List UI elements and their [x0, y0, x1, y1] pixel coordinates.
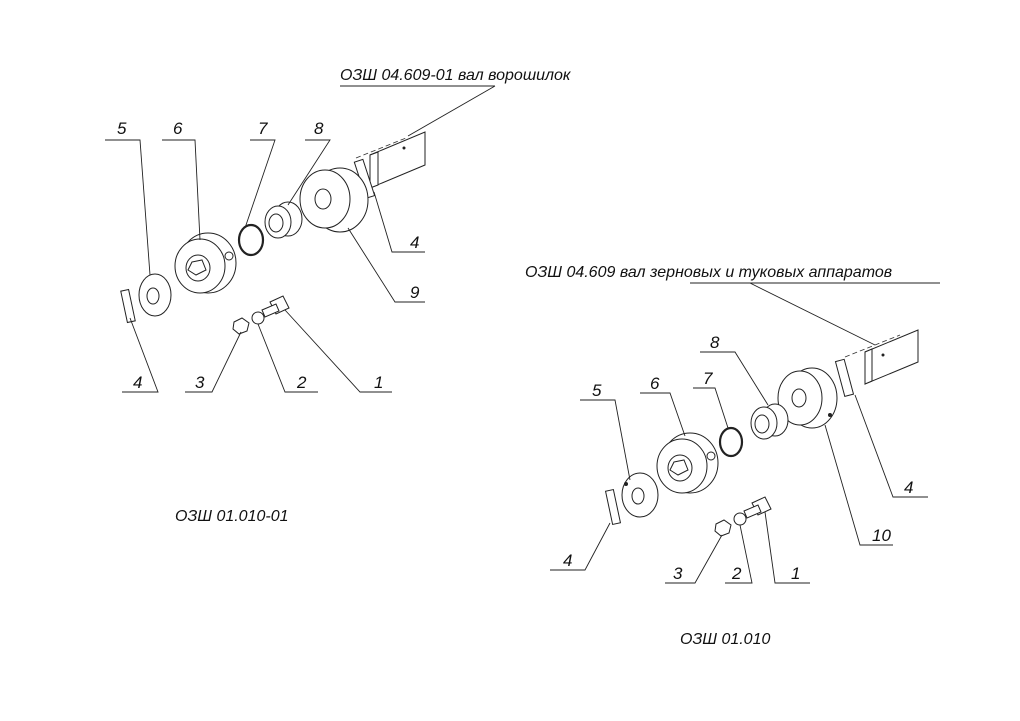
left-shaft-title: ОЗШ 04.609-01 вал ворошилок	[340, 67, 572, 84]
right-spacer-10	[777, 367, 838, 429]
right-callout-6: 6	[650, 374, 660, 393]
right-pin-4	[604, 488, 622, 526]
left-leaders	[105, 139, 425, 393]
left-nut-3	[232, 317, 250, 335]
left-callout-6: 6	[173, 119, 183, 138]
left-pin-4	[120, 288, 136, 324]
left-title-leader	[407, 85, 496, 137]
left-callout-3: 3	[195, 373, 205, 392]
right-title-leader	[749, 282, 876, 346]
left-callout-4-top: 4	[410, 233, 419, 252]
left-callout-1: 1	[374, 373, 383, 392]
right-callout-5: 5	[592, 381, 602, 400]
right-caption: ОЗШ 01.010	[680, 631, 770, 648]
right-bearing-8	[750, 403, 789, 440]
right-callout-8: 8	[710, 333, 720, 352]
left-caption: ОЗШ 01.010-01	[175, 508, 289, 525]
left-washer-2	[251, 311, 265, 325]
right-washer-5	[621, 472, 659, 518]
right-callout-10: 10	[872, 526, 891, 545]
right-washer-2	[733, 512, 747, 526]
left-assembly: ОЗШ 04.609-01 вал ворошилок	[105, 67, 572, 525]
left-callout-9: 9	[410, 283, 420, 302]
right-callout-4-left: 4	[563, 551, 572, 570]
right-bolt-1	[743, 496, 772, 519]
right-callout-7: 7	[703, 369, 713, 388]
right-assembly: ОЗШ 04.609 вал зерновых и туковых аппара…	[525, 264, 940, 648]
right-leaders	[550, 351, 928, 584]
left-callout-2: 2	[296, 373, 307, 392]
right-housing-6	[656, 432, 719, 494]
right-callout-3: 3	[673, 564, 683, 583]
left-circlip-7	[237, 223, 265, 257]
left-bolt-1	[261, 295, 290, 318]
left-spacer-9	[299, 167, 369, 233]
right-shaft	[844, 329, 919, 385]
right-shaft-title: ОЗШ 04.609 вал зерновых и туковых аппара…	[525, 264, 892, 281]
left-callout-5: 5	[117, 119, 127, 138]
right-callout-1: 1	[791, 564, 800, 583]
right-callout-4-right: 4	[904, 478, 913, 497]
right-callout-2: 2	[731, 564, 742, 583]
left-washer-5	[138, 273, 172, 317]
left-shaft	[355, 131, 426, 189]
left-housing-6	[174, 232, 237, 294]
right-nut-3	[714, 519, 732, 537]
left-callout-8: 8	[314, 119, 324, 138]
left-bearing-8	[264, 201, 303, 239]
left-callout-7: 7	[258, 119, 268, 138]
right-key-4	[834, 358, 855, 398]
left-callout-4-bottom: 4	[133, 373, 142, 392]
right-circlip-7	[718, 426, 744, 458]
